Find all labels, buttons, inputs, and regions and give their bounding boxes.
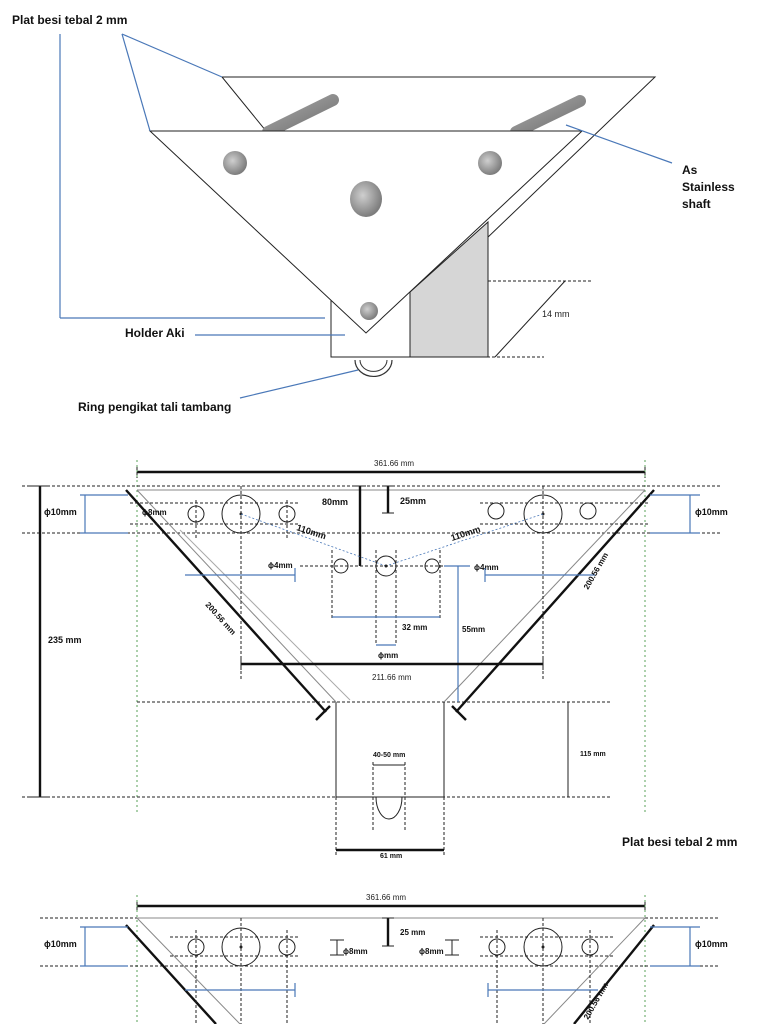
phi8-left-1: ϕ8mm [142, 508, 167, 517]
side-right-1: 200.56 mm [582, 551, 610, 591]
side-right-2: 200.56 mm [582, 981, 610, 1021]
hole-bottom [360, 302, 378, 320]
dim-110-right: 110mm [450, 524, 482, 543]
bottom-width-1: 211.66 mm [372, 673, 412, 682]
left-dia-2: ϕ10mm [44, 939, 77, 949]
plate-label: Plat besi tebal 2 mm [12, 13, 127, 27]
hole-left [223, 151, 247, 175]
hole-right [478, 151, 502, 175]
ring-label: Ring pengikat tali tambang [78, 400, 231, 414]
height-115: 115 mm [580, 751, 606, 758]
dim-25: 25mm [400, 496, 426, 506]
front-drawing-1: 361.66 mm [22, 459, 737, 860]
right-dia-2: ϕ10mm [695, 939, 728, 949]
shaft-label-1: As [682, 163, 698, 177]
dim-80: 80mm [322, 497, 348, 507]
top-width-1: 361.66 mm [374, 459, 414, 468]
ring [354, 359, 393, 377]
left-dia-1: ϕ10mm [44, 507, 77, 517]
hole-center [350, 181, 382, 217]
dim-32: 32 mm [402, 623, 427, 632]
holder-label: Holder Aki [125, 326, 185, 340]
thickness-label: 14 mm [542, 309, 570, 319]
phi8-left-2: ϕ8mm [343, 947, 368, 956]
phi4-right: ϕ4mm [474, 563, 499, 572]
phi4-left: ϕ4mm [268, 561, 293, 570]
top-width-2: 361.66 mm [366, 893, 406, 902]
plate-label-2: Plat besi tebal 2 mm [622, 835, 737, 849]
height-235: 235 mm [48, 635, 82, 645]
right-dia-1: ϕ10mm [695, 507, 728, 517]
shaft-left [262, 94, 339, 138]
front-plate [148, 130, 584, 334]
dim-110-left: 110mm [295, 522, 327, 541]
front-drawing-2: 361.66 mm ϕ10mm ϕ10mm [40, 893, 728, 1024]
dim-55: 55mm [462, 625, 485, 634]
dim-25-2: 25 mm [400, 928, 425, 937]
phi8-right-2: ϕ8mm [419, 947, 444, 956]
shaft-label-3: shaft [682, 197, 711, 211]
dim-40-50: 40-50 mm [373, 752, 405, 759]
phi-mm: ϕmm [378, 651, 398, 660]
side-left-1: 200.56 mm [204, 600, 238, 636]
shaft-right [510, 95, 586, 138]
shaft-label-2: Stainless [682, 180, 735, 194]
dim-61: 61 mm [380, 853, 402, 860]
isometric-view: 14 mm Plat besi tebal 2 mm As Stainless … [12, 13, 735, 414]
